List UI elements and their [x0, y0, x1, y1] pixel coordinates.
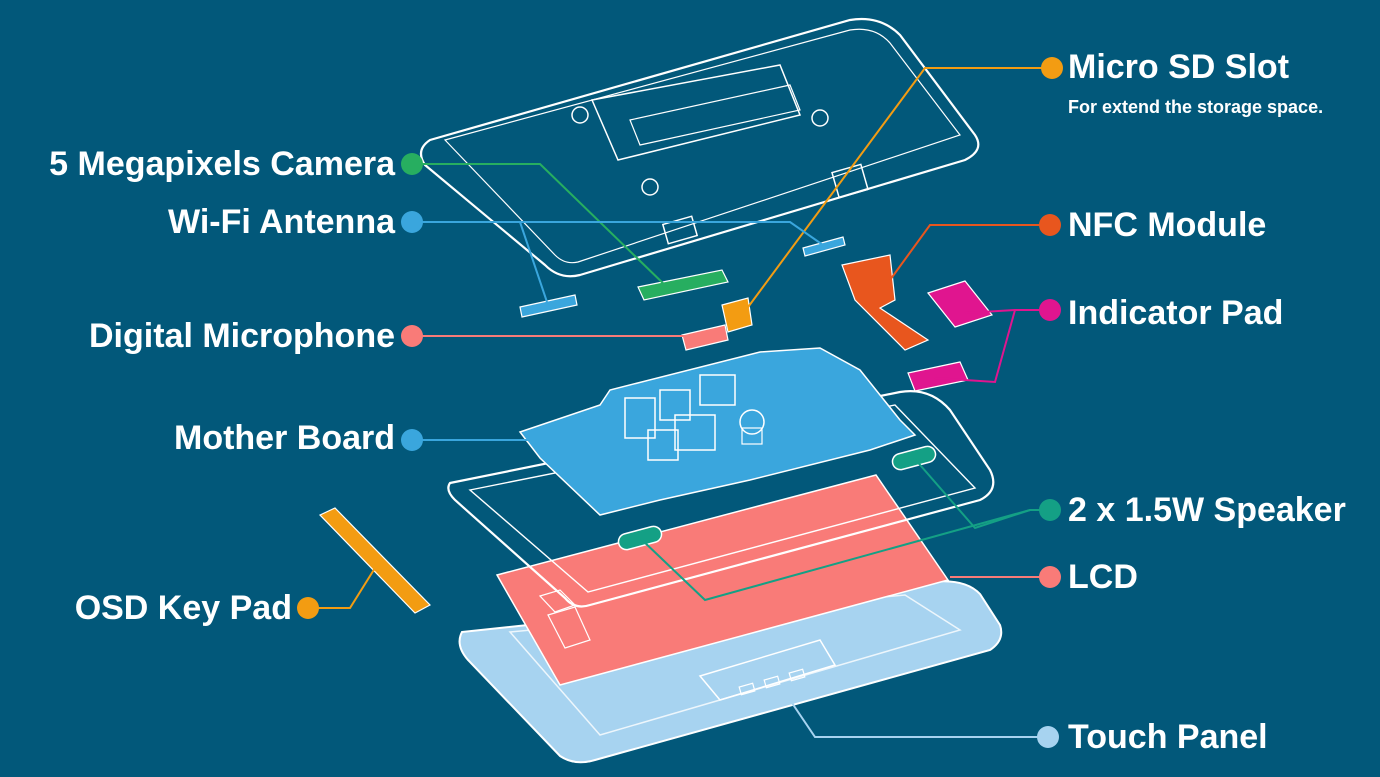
mother-board-part: [518, 347, 917, 516]
mother-board-label: Mother Board: [174, 419, 395, 457]
wifi-antenna-label: Wi-Fi Antenna: [168, 203, 395, 241]
camera-leader: [412, 163, 671, 291]
camera-part: [637, 269, 729, 301]
touch-leader: [789, 699, 1048, 738]
micro-sd-label: Micro SD Slot: [1068, 48, 1290, 86]
microphone-dot: [401, 325, 423, 347]
lcd-dot: [1039, 566, 1061, 588]
wifi-antenna-left-part: [519, 294, 578, 318]
speaker-label: 2 x 1.5W Speaker: [1068, 491, 1346, 529]
callout-dots: [297, 57, 1063, 748]
leader-lines: [308, 67, 1052, 738]
micro-sd-slot-part: [721, 297, 753, 333]
wifi-antenna-right-part: [802, 236, 846, 257]
back-cover-part: [419, 17, 980, 278]
nfc-module-label: NFC Module: [1068, 206, 1267, 244]
indicator-leader-lower: [934, 309, 1016, 384]
micro-sd-description: For extend the storage space.: [1068, 97, 1324, 117]
osd-key-pad-part: [318, 507, 431, 614]
micro-sd-dot: [1041, 57, 1063, 79]
indicator-pad-part: [907, 280, 994, 392]
wifi-leader-left: [519, 221, 549, 306]
microphone-label: Digital Microphone: [89, 317, 395, 355]
osd-leader: [308, 559, 381, 609]
wifi-dot: [401, 211, 423, 233]
camera-label: 5 Megapixels Camera: [49, 145, 395, 183]
lcd-label: LCD: [1068, 558, 1138, 596]
nfc-module-part: [841, 254, 930, 351]
motherboard-dot: [401, 429, 423, 451]
camera-dot: [401, 153, 423, 175]
wifi-leader: [412, 221, 824, 246]
nfc-dot: [1039, 214, 1061, 236]
indicator-pad-label: Indicator Pad: [1068, 294, 1284, 332]
microphone-part: [681, 324, 729, 351]
indicator-dot: [1039, 299, 1061, 321]
touch-panel-label: Touch Panel: [1068, 718, 1268, 756]
nfc-leader: [889, 224, 1050, 281]
touch-dot: [1037, 726, 1059, 748]
osd-dot: [297, 597, 319, 619]
lcd-part: [495, 474, 950, 686]
speaker-dot: [1039, 499, 1061, 521]
speaker-leader-right: [913, 457, 1031, 530]
micro-sd-leader: [739, 67, 1052, 319]
osd-key-pad-label: OSD Key Pad: [74, 589, 292, 627]
